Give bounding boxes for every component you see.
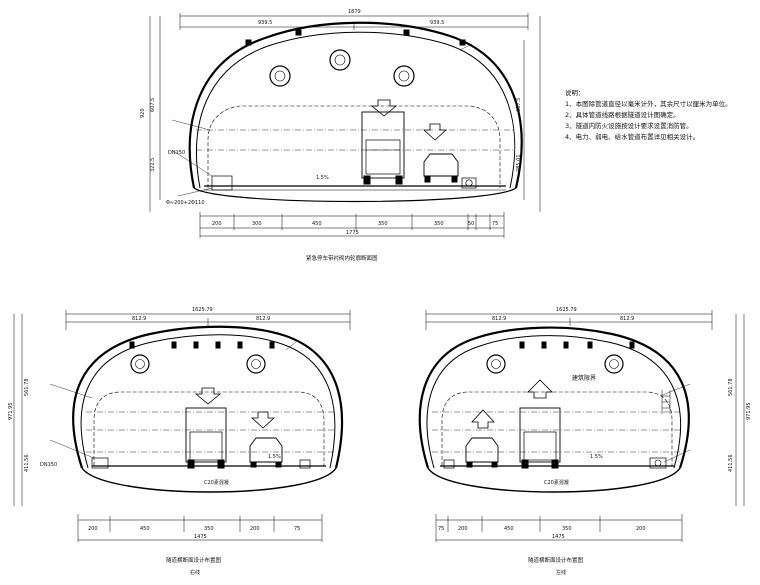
notes-title: 说明：: [565, 89, 585, 97]
top-dim-1: 300: [252, 221, 262, 227]
bottom-right-labels: 1625.79 812.9 812.9 561.78 971.95 411.56…: [438, 307, 752, 576]
top-dim-4: 350: [434, 221, 444, 227]
bl-dim-1: 450: [140, 526, 150, 532]
top-dim-3: 350: [378, 221, 388, 227]
bl-dim-4: 75: [294, 526, 300, 532]
notes-item-2: 2、具体管道线路根据隧道设计图确定。: [565, 111, 680, 119]
bl-dims-left-h: 561.78: [24, 379, 30, 397]
notes-item-1: 1、本图除管道直径以毫米计外，其余尺寸以厘米为单位。: [565, 100, 732, 108]
bl-dim-3: 200: [250, 526, 260, 532]
top-dim-0: 200: [212, 221, 222, 227]
br-dim-0: 75: [438, 526, 444, 532]
bl-sub: 右线: [190, 569, 200, 576]
top-overall-width: 1879: [348, 9, 361, 15]
br-half-right: 812.9: [620, 316, 634, 322]
br-half-left: 812.9: [492, 316, 506, 322]
bl-caption: 隧道横断面设计布置图: [166, 556, 222, 564]
notes-block: 说明： 1、本图除管道直径以毫米计外，其余尺寸以厘米为单位。 2、具体管道线路根…: [565, 88, 745, 143]
bl-dim-0: 200: [88, 526, 98, 532]
top-height-left: 607.5: [150, 98, 156, 112]
br-dim-1: 200: [458, 526, 468, 532]
bl-half-right: 812.9: [256, 316, 270, 322]
top-lower-right: 285.01: [516, 155, 522, 173]
bottom-left-section: [13, 310, 351, 542]
bl-overall-width: 1625.79: [192, 307, 213, 313]
top-total-height: 920: [140, 108, 146, 118]
br-note-label: 建筑限界: [572, 374, 596, 382]
br-dims-right-h: 561.78: [728, 379, 734, 397]
br-dims-right-total: 971.95: [746, 403, 752, 421]
br-overall-width: 1625.79: [556, 307, 577, 313]
top-section-labels: 1879 939.5 939.5 607.5 920 322.5 607.5 2…: [140, 9, 522, 262]
top-pipe-bottom-left: Φ≈200+2Φ110: [166, 200, 205, 206]
br-caption: 隧道横断面设计布置图: [528, 556, 584, 564]
br-bottom-total: 1475: [552, 534, 565, 540]
top-dim-5: 50: [468, 221, 474, 227]
bl-dims-left-low: 411.56: [24, 455, 30, 473]
br-dim-2: 450: [504, 526, 514, 532]
top-pipe-left: DN150: [168, 150, 185, 156]
bottom-left-labels: 1625.79 812.9 812.9 561.78 971.95 411.56…: [8, 307, 300, 576]
bl-bottom-total: 1475: [194, 534, 207, 540]
br-sub: 左线: [556, 569, 566, 576]
bl-pipe: DN150: [40, 462, 57, 468]
top-lower-left: 322.5: [150, 158, 156, 172]
top-section: [149, 13, 541, 238]
bl-dim-2: 350: [204, 526, 214, 532]
br-dim-4: 200: [636, 526, 646, 532]
notes-item-4: 4、电力、弱电、给水管道布置详见相关设计。: [565, 133, 700, 141]
top-slope: 1.5%: [316, 175, 329, 181]
bl-concrete: C20素混凝: [204, 479, 229, 486]
bl-half-left: 812.9: [132, 316, 146, 322]
top-caption: 紧急停车带衬砌内轮廓断面图: [306, 254, 378, 262]
br-dims-right-low: 411.56: [728, 455, 734, 473]
top-dim-6: 75: [492, 221, 498, 227]
top-half-right: 939.5: [430, 20, 444, 26]
bl-slope: 1.5%: [268, 454, 281, 460]
top-bottom-total: 1775: [346, 230, 359, 236]
top-dim-2: 450: [312, 221, 322, 227]
notes-item-3: 3、隧道内防火设施按设计要求设置消防管。: [565, 122, 693, 130]
br-concrete: C20素混凝: [544, 479, 569, 486]
top-half-left: 939.5: [258, 20, 272, 26]
br-slope: 1.5%: [590, 454, 603, 460]
bl-dims-left-total: 971.95: [8, 403, 14, 421]
br-dim-3: 350: [562, 526, 572, 532]
top-height-right: 607.5: [516, 98, 522, 112]
bottom-right-section: [418, 310, 745, 542]
